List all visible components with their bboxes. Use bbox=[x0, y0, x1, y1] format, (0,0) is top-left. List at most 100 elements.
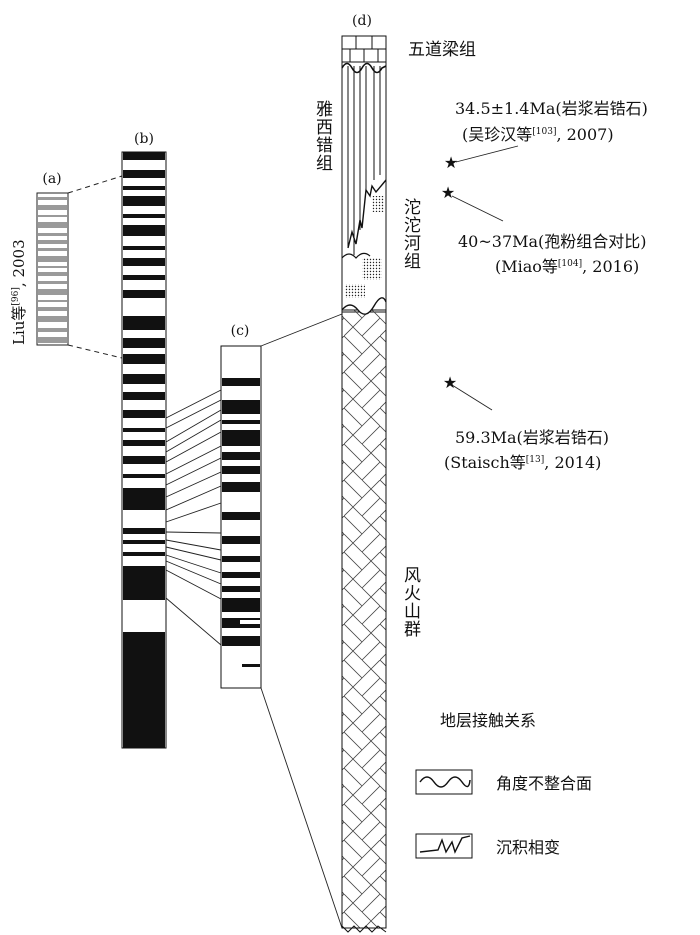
column-b-band bbox=[123, 275, 165, 280]
column-b-band bbox=[123, 566, 165, 600]
column-a-band bbox=[38, 281, 67, 284]
formation-wudaoliang: 五道梁组 bbox=[408, 40, 476, 60]
legend: 地层接触关系 角度不整合面 沉积相变 bbox=[415, 711, 592, 859]
column-a-band bbox=[38, 337, 67, 343]
column-b-band bbox=[123, 196, 165, 206]
column-b-band bbox=[123, 488, 165, 510]
column-b-band bbox=[123, 474, 165, 478]
column-d-base bbox=[341, 925, 387, 933]
correlation-line-a-b-bottom bbox=[67, 344, 123, 359]
column-c-band bbox=[222, 466, 260, 474]
svg-text:(吴珍汉等[103], 2007): (吴珍汉等[103], 2007) bbox=[462, 125, 614, 144]
svg-text:(Miao等[104], 2016): (Miao等[104], 2016) bbox=[495, 257, 639, 276]
column-b-band bbox=[123, 290, 165, 298]
age-annotation-3: 59.3Ma(岩浆岩锆石) (Staisch等[13], 2014) ★ bbox=[443, 373, 609, 472]
column-a-band bbox=[38, 266, 67, 268]
column-c-band bbox=[242, 664, 260, 667]
column-b-band bbox=[123, 246, 165, 250]
column-b-band bbox=[123, 392, 165, 400]
liu-reference: Liu等[96], 2003 bbox=[10, 239, 28, 345]
column-a-band bbox=[38, 240, 67, 244]
column-c-band bbox=[222, 556, 260, 562]
legend-swatch-unconformity bbox=[415, 769, 473, 795]
column-b-band bbox=[123, 632, 165, 748]
column-a-band bbox=[38, 233, 67, 236]
column-a-band bbox=[38, 289, 67, 295]
column-b-band bbox=[123, 316, 165, 330]
column-b-band bbox=[123, 152, 165, 160]
column-a-band bbox=[38, 316, 67, 322]
formation-yaxicuo: 雅西错组 bbox=[312, 100, 333, 172]
column-a-band bbox=[38, 300, 67, 302]
column-b-band bbox=[123, 186, 165, 190]
unconformity-line-mid bbox=[341, 252, 371, 259]
column-c-band bbox=[222, 400, 260, 414]
svg-text:40~37Ma(孢粉组合对比): 40~37Ma(孢粉组合对比) bbox=[458, 232, 647, 251]
column-a-band bbox=[38, 272, 67, 276]
column-c-band bbox=[222, 378, 260, 386]
legend-label-facies: 沉积相变 bbox=[496, 838, 560, 857]
column-b-band bbox=[123, 540, 165, 544]
column-c-band bbox=[222, 420, 260, 424]
sand-pattern-2 bbox=[362, 258, 382, 280]
column-label-d: (d) bbox=[352, 13, 372, 29]
correlation-lines-b-c bbox=[165, 389, 222, 646]
wudaoliang-unit bbox=[341, 35, 387, 63]
column-c-band bbox=[222, 452, 260, 460]
column-c-band bbox=[222, 536, 260, 544]
column-b-band bbox=[123, 214, 165, 218]
wavy-line-icon bbox=[419, 776, 471, 788]
correlation-line-c-d-top bbox=[260, 313, 343, 347]
formation-tuotuohe: 沱沱河组 bbox=[400, 198, 421, 270]
column-b-band bbox=[123, 225, 165, 236]
column-b bbox=[121, 151, 167, 749]
column-label-b: (b) bbox=[134, 131, 154, 147]
fenghuoshan-unit bbox=[341, 309, 387, 929]
correlation-line-a-b-top bbox=[67, 175, 123, 194]
column-c-band bbox=[222, 586, 260, 592]
column-b-band bbox=[123, 338, 165, 348]
svg-text:(Staisch等[13], 2014): (Staisch等[13], 2014) bbox=[444, 453, 601, 472]
column-c-notch bbox=[240, 658, 260, 668]
column-b-band bbox=[123, 374, 165, 384]
star-icon: ★ bbox=[444, 153, 458, 172]
legend-title: 地层接触关系 bbox=[440, 711, 536, 730]
star-icon: ★ bbox=[441, 183, 455, 202]
column-b-band bbox=[123, 528, 165, 534]
column-a-band bbox=[38, 215, 67, 217]
column-c-notch bbox=[240, 505, 260, 511]
column-a-band bbox=[38, 328, 67, 332]
column-a-band bbox=[38, 307, 67, 311]
column-b-band bbox=[123, 354, 165, 364]
column-c-notch bbox=[240, 620, 260, 624]
column-b-band bbox=[123, 456, 165, 464]
column-b-band bbox=[123, 552, 165, 556]
column-a-band bbox=[38, 256, 67, 262]
star-icon: ★ bbox=[443, 373, 457, 392]
column-label-c: (c) bbox=[231, 323, 250, 339]
sand-pattern-1 bbox=[372, 196, 384, 212]
svg-text:34.5±1.4Ma(岩浆岩锆石): 34.5±1.4Ma(岩浆岩锆石) bbox=[455, 99, 648, 118]
correlation-line-c-d-bottom bbox=[260, 687, 343, 929]
facies-change-line bbox=[347, 179, 387, 249]
column-a bbox=[36, 192, 69, 346]
column-c bbox=[220, 345, 262, 689]
unconformity-line-bottom bbox=[341, 297, 387, 315]
column-a-band bbox=[38, 248, 67, 251]
legend-label-unconformity: 角度不整合面 bbox=[496, 774, 592, 793]
zigzag-line-icon bbox=[419, 835, 471, 854]
age-annotation-1: 34.5±1.4Ma(岩浆岩锆石) (吴珍汉等[103], 2007) ★ bbox=[444, 99, 648, 172]
column-b-band bbox=[123, 428, 165, 432]
column-b-band bbox=[123, 258, 165, 266]
column-c-band bbox=[222, 636, 260, 646]
sand-pattern-3 bbox=[345, 284, 365, 298]
column-label-a: (a) bbox=[42, 171, 61, 187]
age-annotation-2: 40~37Ma(孢粉组合对比) (Miao等[104], 2016) ★ bbox=[441, 183, 647, 276]
column-b-band bbox=[123, 410, 165, 418]
column-b-band bbox=[123, 440, 165, 446]
column-a-band bbox=[38, 222, 67, 228]
column-c-band bbox=[222, 598, 260, 612]
unconformity-line-top bbox=[341, 62, 387, 74]
column-b-band bbox=[123, 170, 165, 178]
